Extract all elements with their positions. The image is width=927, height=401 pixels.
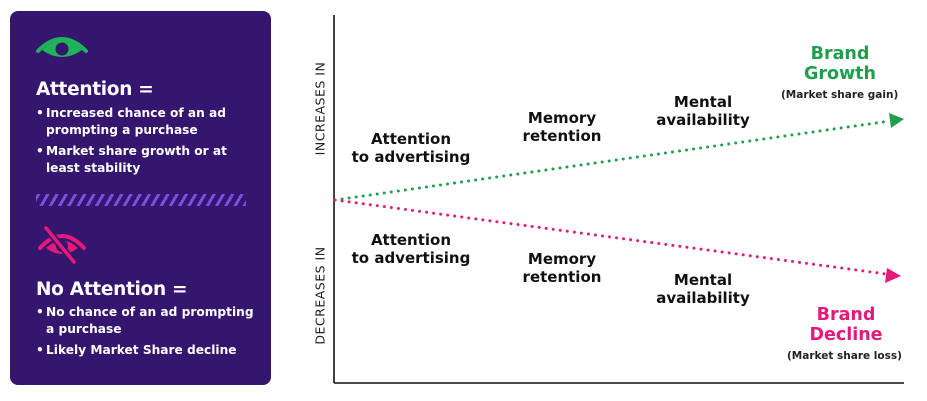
- divider: [36, 194, 246, 206]
- no-attention-bullets: No chance of an ad prompting a purchase …: [36, 304, 261, 363]
- node-line: retention: [522, 268, 602, 286]
- node-line: to advertising: [351, 148, 471, 166]
- decline-arrowhead: [885, 268, 901, 283]
- attention-heading: Attention =: [36, 79, 154, 100]
- brand-decline-line1: Brand: [816, 305, 876, 325]
- y-axis-upper-label: INCREASES IN: [312, 61, 328, 156]
- growth-arrowhead: [889, 113, 904, 128]
- lower-node-mental: Mental availability: [650, 271, 756, 307]
- node-line: availability: [656, 111, 750, 129]
- no-attention-heading: No Attention =: [36, 279, 188, 300]
- brand-growth-label: Brand Growth: [788, 44, 892, 84]
- node-line: Mental: [673, 93, 733, 111]
- upper-node-memory: Memory retention: [510, 109, 614, 145]
- node-line: retention: [522, 127, 602, 145]
- explanation-panel: Attention = Increased chance of an ad pr…: [10, 11, 271, 385]
- node-line: Mental: [673, 271, 733, 289]
- brand-growth-subtitle: (Market share gain): [781, 89, 899, 101]
- list-item: Increased chance of an ad prompting a pu…: [36, 105, 261, 139]
- node-line: Attention: [370, 130, 452, 148]
- lower-node-memory: Memory retention: [510, 250, 614, 286]
- upper-node-mental: Mental availability: [650, 93, 756, 129]
- node-line: Memory: [527, 250, 597, 268]
- list-item: Likely Market Share decline: [36, 342, 261, 359]
- node-line: Attention: [370, 231, 452, 249]
- growth-trend-line: [333, 119, 892, 202]
- list-item: Market share growth or at least stabilit…: [36, 143, 261, 177]
- y-axis-lower-label: DECREASES IN: [312, 246, 328, 345]
- brand-growth-line2: Growth: [803, 64, 876, 84]
- lower-node-attention: Attention to advertising: [349, 231, 473, 267]
- brand-decline-line2: Decline: [809, 325, 883, 345]
- list-item: No chance of an ad prompting a purchase: [36, 304, 261, 338]
- brand-growth-line1: Brand: [810, 44, 870, 64]
- node-line: availability: [656, 289, 750, 307]
- eye-icon: [34, 33, 90, 69]
- node-line: Memory: [527, 109, 597, 127]
- attention-bullets: Increased chance of an ad prompting a pu…: [36, 105, 261, 181]
- decline-trend-line: [333, 198, 888, 276]
- node-line: to advertising: [351, 249, 471, 267]
- brand-decline-label: Brand Decline: [794, 305, 898, 345]
- upper-node-attention: Attention to advertising: [349, 130, 473, 166]
- eye-slash-icon: [34, 224, 90, 270]
- brand-decline-subtitle: (Market share loss): [787, 350, 902, 362]
